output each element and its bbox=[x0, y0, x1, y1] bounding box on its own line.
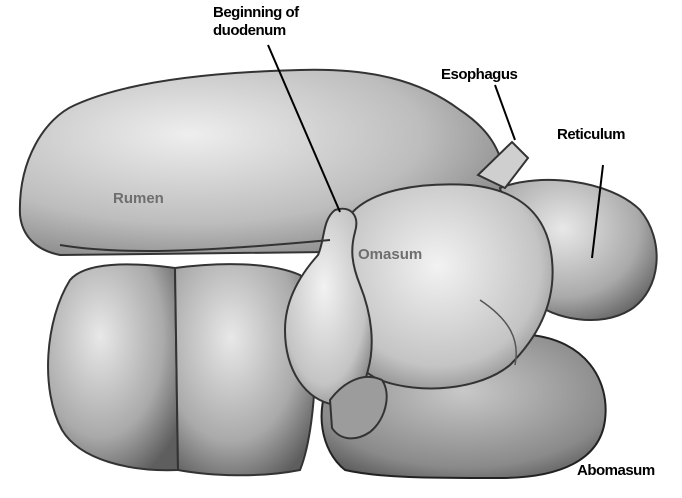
label-esophagus: Esophagus bbox=[441, 66, 517, 83]
esophagus-leader bbox=[495, 85, 515, 140]
label-duodenum-line1: Beginning of bbox=[213, 4, 299, 21]
label-duodenum-line2: duodenum bbox=[213, 22, 286, 39]
label-abomasum: Abomasum bbox=[577, 462, 655, 479]
label-rumen: Rumen bbox=[113, 190, 164, 207]
label-omasum: Omasum bbox=[358, 246, 422, 263]
label-reticulum: Reticulum bbox=[557, 126, 625, 143]
rumen-lobe-left bbox=[48, 264, 178, 470]
